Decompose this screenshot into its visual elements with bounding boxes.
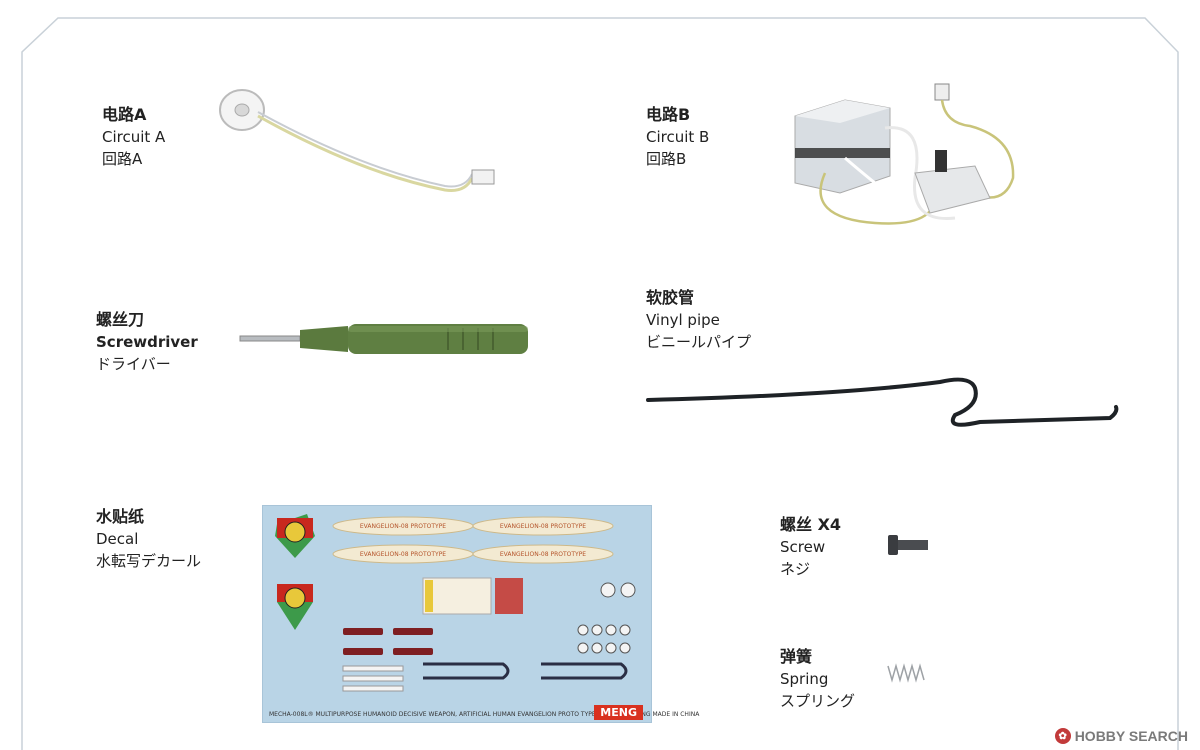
screw-ja: ネジ xyxy=(780,560,811,578)
decal-artwork: EVANGELION-08 PROTOTYPE EVANGELION-08 PR… xyxy=(275,514,636,692)
spring-ja: スプリング xyxy=(780,692,856,710)
spring-zh: 弹簧 xyxy=(780,647,813,666)
vinyl-pipe-label: 软胶管 Vinyl pipe ビニールパイプ xyxy=(646,287,751,353)
decal-footer-text: MECHA-008L® MULTIPURPOSE HUMANOID DECISI… xyxy=(269,711,700,718)
decal-en: Decal xyxy=(96,530,139,548)
hobby-search-logo-icon: ✿ xyxy=(1054,728,1071,744)
spring-en: Spring xyxy=(780,670,829,688)
decal-banner-1: EVANGELION-08 PROTOTYPE xyxy=(360,523,446,530)
vinyl-pipe-en: Vinyl pipe xyxy=(646,311,720,329)
spring-image xyxy=(887,663,925,683)
circuit-b-zh: 电路B xyxy=(646,105,691,124)
spring-label: 弹簧 Spring スプリング xyxy=(780,646,855,712)
screw-image xyxy=(888,535,928,555)
screwdriver-label: 螺丝刀 Screwdriver ドライバー xyxy=(96,309,198,375)
decal-banner-3: EVANGELION-08 PROTOTYPE xyxy=(360,551,446,558)
screw-label: 螺丝 X4 Screw ネジ xyxy=(780,514,841,580)
circuit-b-en: Circuit B xyxy=(646,128,710,146)
hobby-search-watermark: ✿ HOBBY SEARCH xyxy=(1054,728,1188,744)
circuit-b-label: 电路B Circuit B 回路B xyxy=(646,104,709,170)
circuit-b-ja: 回路B xyxy=(646,150,687,168)
circuit-a-image xyxy=(219,89,495,192)
screwdriver-zh: 螺丝刀 xyxy=(96,310,145,329)
screw-en: Screw xyxy=(780,538,826,556)
watermark-text: HOBBY SEARCH xyxy=(1074,728,1188,744)
decal-ja: 水転写デカール xyxy=(96,552,202,570)
circuit-a-zh: 电路A xyxy=(102,105,147,124)
circuit-a-ja: 回路A xyxy=(102,150,143,168)
screwdriver-image xyxy=(239,324,528,354)
decal-zh: 水贴纸 xyxy=(96,507,145,526)
screwdriver-ja: ドライバー xyxy=(96,355,171,373)
screwdriver-en: Screwdriver xyxy=(96,333,198,351)
circuit-a-label: 电路A Circuit A 回路A xyxy=(102,104,165,170)
vinyl-pipe-zh: 软胶管 xyxy=(646,288,695,307)
decal-banner-2: EVANGELION-08 PROTOTYPE xyxy=(500,523,586,530)
vinyl-pipe-ja: ビニールパイプ xyxy=(646,333,752,351)
vinyl-pipe-image xyxy=(646,377,1119,427)
decal-sheet: EVANGELION-08 PROTOTYPE EVANGELION-08 PR… xyxy=(262,505,699,723)
circuit-a-en: Circuit A xyxy=(102,128,166,146)
decal-label: 水贴纸 Decal 水転写デカール xyxy=(96,506,201,572)
screw-zh: 螺丝 X4 xyxy=(780,515,842,534)
decal-banner-4: EVANGELION-08 PROTOTYPE xyxy=(500,551,586,558)
meng-logo: MENG xyxy=(594,705,643,720)
circuit-b-image xyxy=(794,83,1015,225)
